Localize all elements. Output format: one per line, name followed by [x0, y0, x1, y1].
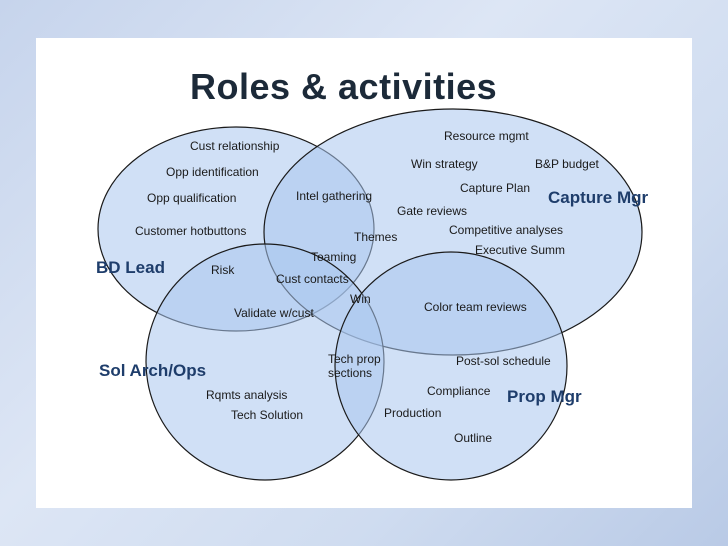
activity-teaming: Teaming	[311, 250, 357, 264]
activity-cust-contacts: Cust contacts	[276, 272, 349, 286]
activity-color-team-reviews: Color team reviews	[424, 300, 527, 314]
activity-post-sol-schedule: Post-sol schedule	[456, 354, 551, 368]
activity-competitive-analyses: Competitive analyses	[449, 223, 564, 237]
activity-resource-mgmt: Resource mgmt	[444, 129, 529, 143]
activity-outline: Outline	[454, 431, 493, 445]
activity-themes: Themes	[354, 230, 398, 244]
prop-mgr-circle	[334, 251, 568, 481]
activity-opp-identification: Opp identification	[166, 165, 259, 179]
activity-intel-gathering: Intel gathering	[296, 189, 373, 203]
role-prop-mgr: Prop Mgr	[507, 387, 582, 406]
role-capture-mgr: Capture Mgr	[548, 188, 649, 207]
activity-customer-hotbuttons: Customer hotbuttons	[135, 224, 247, 238]
role-sol-arch-ops: Sol Arch/Ops	[99, 361, 207, 380]
activity-win: Win	[350, 292, 371, 306]
activity-capture-plan: Capture Plan	[460, 181, 531, 195]
activity-risk: Risk	[211, 263, 235, 277]
activity-executive-summ: Executive Summ	[475, 243, 566, 257]
activity-rqmts-analysis: Rqmts analysis	[206, 388, 288, 402]
activity-production: Production	[384, 406, 442, 420]
activity-bp-budget: B&P budget	[535, 157, 599, 171]
activity-gate-reviews: Gate reviews	[397, 204, 468, 218]
activity-win-strategy: Win strategy	[411, 157, 478, 171]
role-bd-lead: BD Lead	[96, 258, 165, 277]
slide-title: Roles & activities	[190, 66, 498, 107]
activity-tech-solution: Tech Solution	[231, 408, 304, 422]
activity-compliance: Compliance	[427, 384, 491, 398]
activity-opp-qualification: Opp qualification	[147, 191, 237, 205]
activity-cust-relationship: Cust relationship	[190, 139, 280, 153]
activity-tech-prop-sections: Tech prop sections	[328, 352, 381, 380]
activity-validate-w-cust: Validate w/cust	[234, 306, 314, 320]
